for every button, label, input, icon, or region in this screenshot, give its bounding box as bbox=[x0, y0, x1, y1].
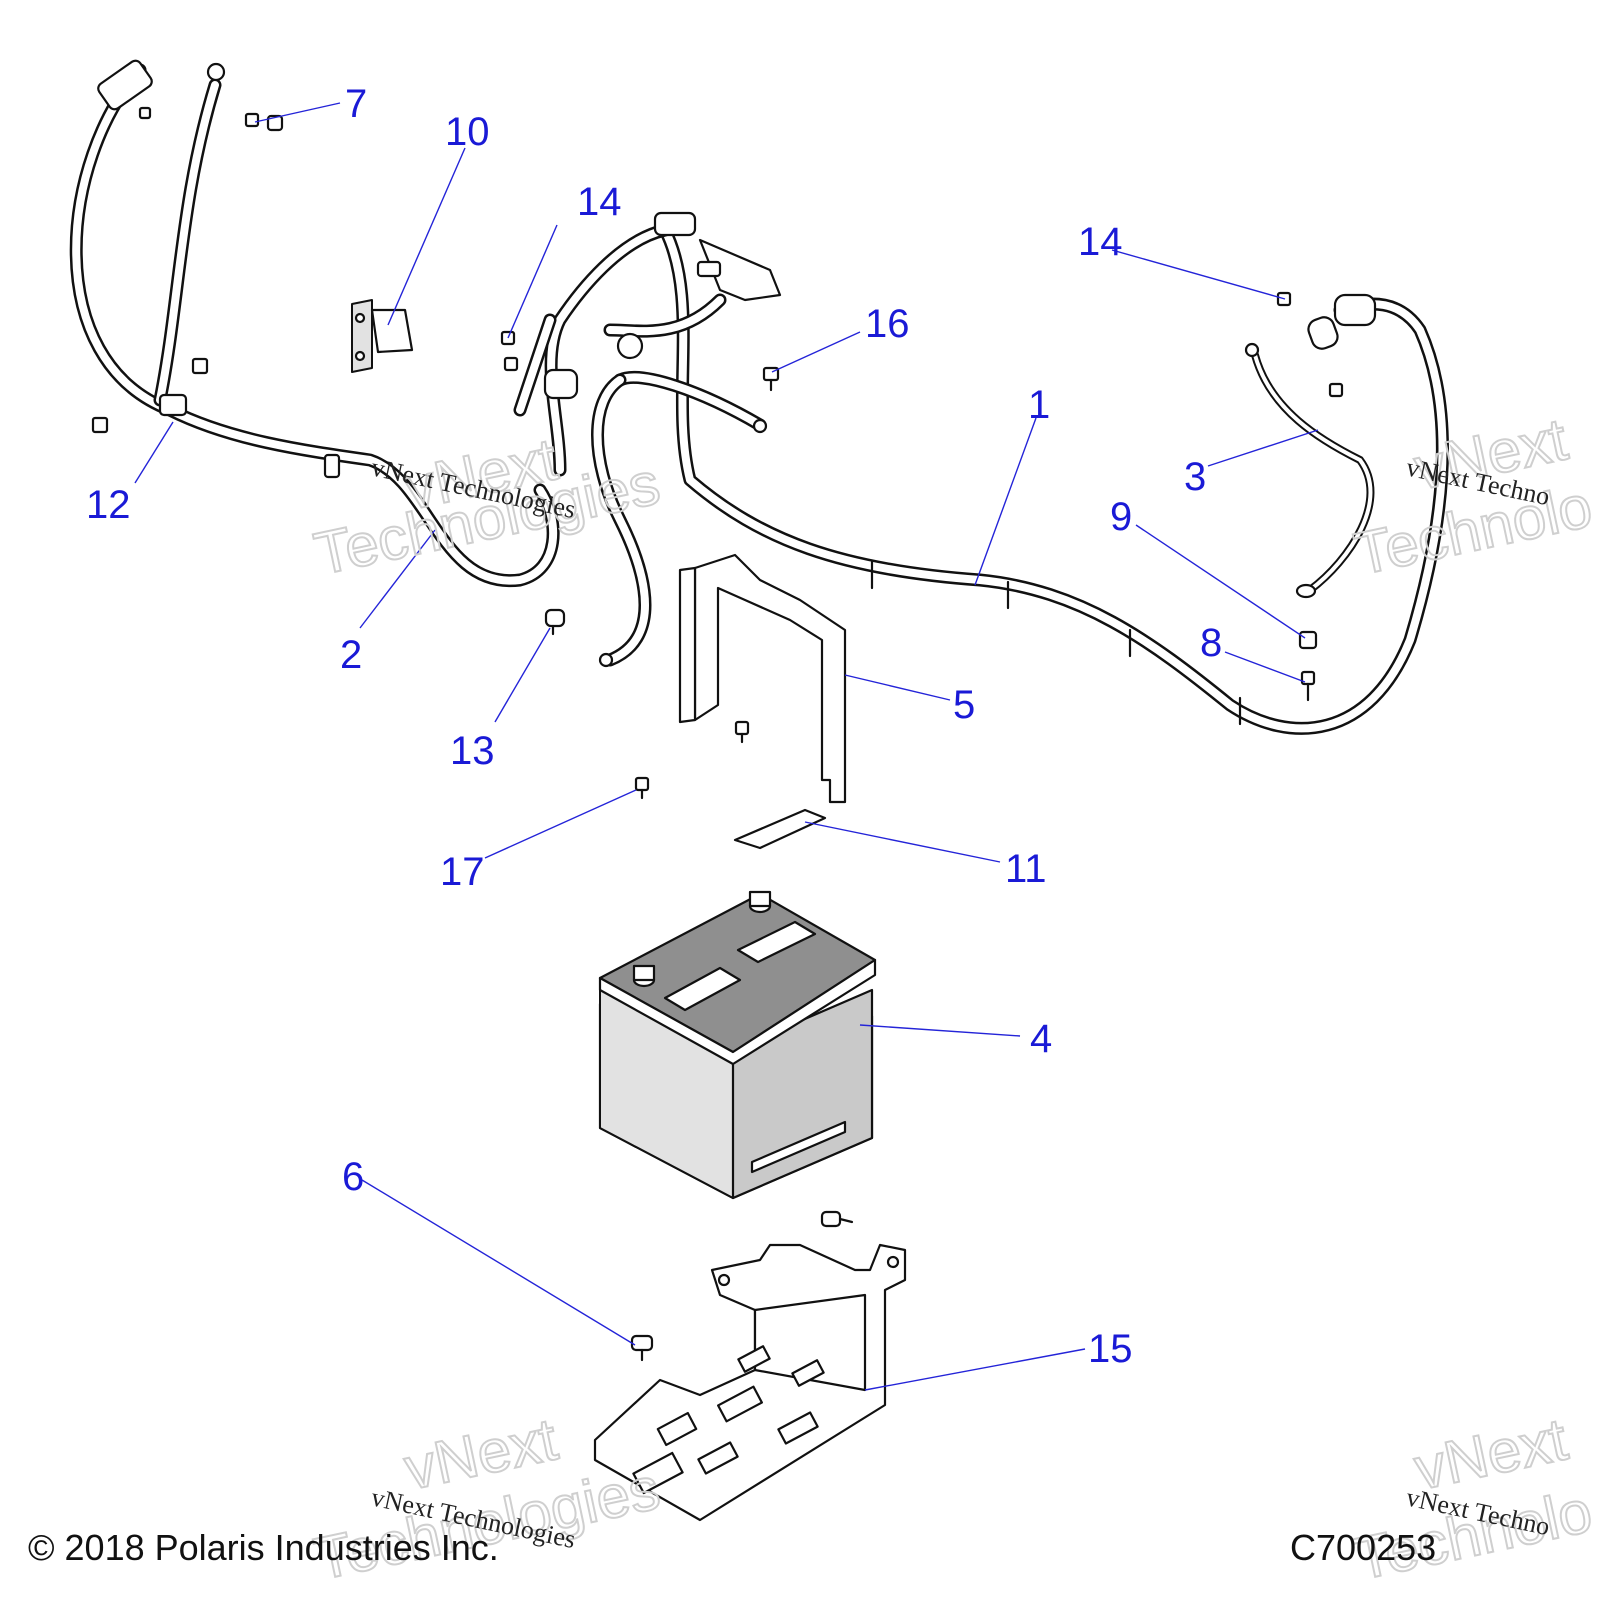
battery-cable-3 bbox=[1244, 342, 1375, 599]
callout-9: 9 bbox=[1110, 495, 1132, 539]
leader-lines bbox=[134, 102, 1319, 1391]
callout-16: 16 bbox=[865, 302, 910, 346]
callout-12: 12 bbox=[86, 483, 131, 527]
callout-13: 13 bbox=[450, 729, 495, 773]
fasteners bbox=[91, 106, 1344, 1362]
callout-10: 10 bbox=[445, 110, 490, 154]
battery-cable-2 bbox=[69, 59, 560, 588]
callout-labels: 1 2 3 4 5 6 7 8 9 10 11 12 13 14 14 15 1… bbox=[86, 82, 1222, 1371]
callout-11: 11 bbox=[1005, 847, 1047, 891]
battery-strap-5 bbox=[678, 553, 847, 804]
callout-14-right: 14 bbox=[1078, 220, 1123, 264]
callout-4: 4 bbox=[1030, 1017, 1052, 1061]
callout-3: 3 bbox=[1184, 455, 1206, 499]
callout-1: 1 bbox=[1028, 383, 1050, 427]
callout-6: 6 bbox=[342, 1155, 364, 1199]
battery-4 bbox=[598, 890, 877, 1200]
relay-bracket-10 bbox=[351, 299, 414, 373]
callout-8: 8 bbox=[1200, 621, 1222, 665]
copyright-text: © 2018 Polaris Industries Inc. bbox=[28, 1527, 499, 1568]
callout-5: 5 bbox=[953, 683, 975, 727]
pad-11 bbox=[733, 808, 827, 850]
figure-id: C700253 bbox=[1290, 1527, 1436, 1568]
callout-7: 7 bbox=[345, 82, 367, 126]
battery-cable-1 bbox=[513, 211, 1449, 735]
callout-15: 15 bbox=[1088, 1327, 1133, 1371]
callout-17: 17 bbox=[440, 850, 485, 894]
callout-2: 2 bbox=[340, 633, 362, 677]
callout-14-left: 14 bbox=[577, 180, 622, 224]
